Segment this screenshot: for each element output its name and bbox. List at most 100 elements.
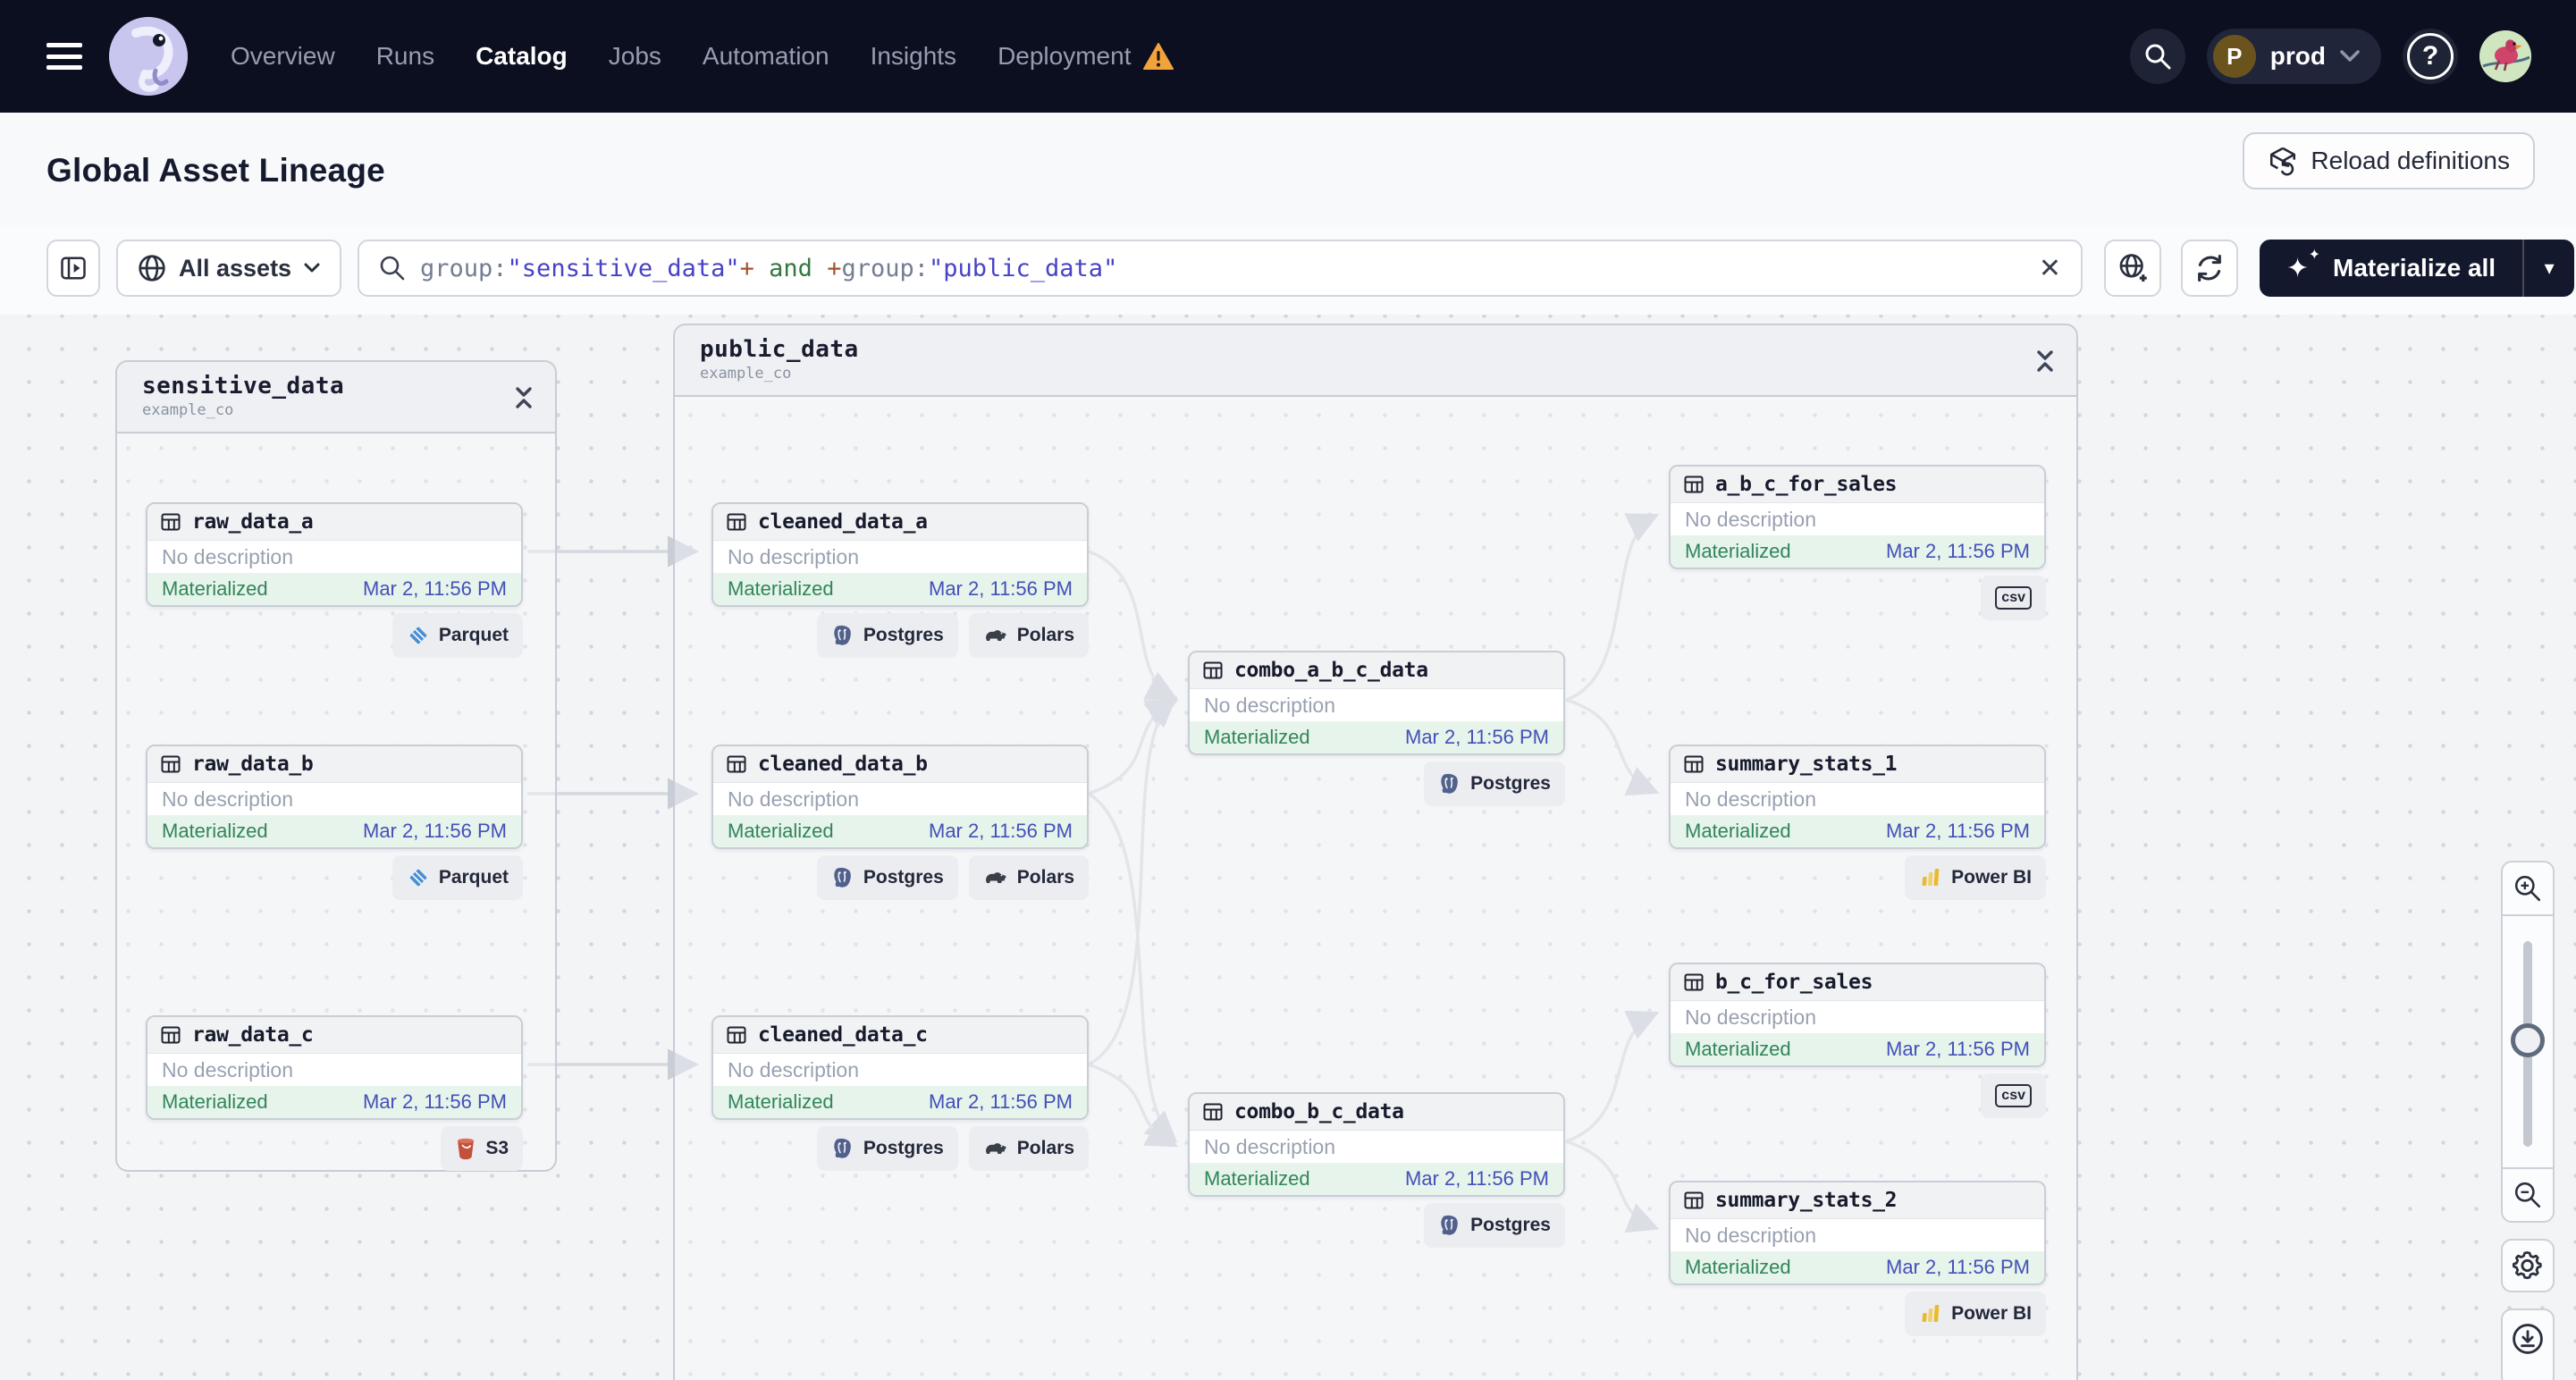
kind-badge-postgres[interactable]: Postgres xyxy=(816,855,958,900)
kind-badge-postgres[interactable]: Postgres xyxy=(1424,762,1565,806)
materialized-time[interactable]: Mar 2, 11:56 PM xyxy=(1405,1167,1549,1190)
asset-description: No description xyxy=(1671,783,2044,815)
kind-badge-powerbi[interactable]: Power BI xyxy=(1905,855,2046,900)
kind-badge-parquet[interactable]: Parquet xyxy=(391,613,523,658)
kind-badge-parquet[interactable]: Parquet xyxy=(391,855,523,900)
gear-icon xyxy=(2513,1251,2542,1280)
refresh-graph-button[interactable] xyxy=(2181,240,2238,297)
asset-name: summary_stats_2 xyxy=(1715,1189,1898,1212)
sparkle-icon: ✦✦ xyxy=(2286,248,2320,283)
materialize-options-caret[interactable]: ▾ xyxy=(2522,240,2574,297)
asset-node-summary-stats-1[interactable]: summary_stats_1 No description Materiali… xyxy=(1669,745,2046,849)
help-button[interactable]: ? xyxy=(2403,29,2458,84)
kind-badge-csv[interactable]: csv xyxy=(1981,1073,2046,1118)
deployment-switcher[interactable]: P prod xyxy=(2206,29,2381,84)
table-icon xyxy=(1684,755,1704,773)
kind-badge-powerbi[interactable]: Power BI xyxy=(1905,1292,2046,1336)
kind-badge-postgres[interactable]: Postgres xyxy=(1424,1203,1565,1248)
asset-name: raw_data_b xyxy=(192,753,314,776)
materialize-all-button[interactable]: ✦✦ Materialize all ▾ xyxy=(2260,240,2575,297)
collapse-group-icon[interactable] xyxy=(514,385,534,410)
powerbi-icon xyxy=(1922,1305,1940,1322)
nav-item-automation[interactable]: Automation xyxy=(702,42,829,70)
page-header: Global Asset Lineage Reload definitions xyxy=(0,113,2576,227)
lineage-toolbar: All assets group:"sensitive_data"+ and +… xyxy=(0,225,2576,316)
lineage-canvas[interactable]: sensitive_data example_co public_data ex… xyxy=(0,315,2576,1380)
parquet-icon xyxy=(409,869,427,887)
asset-node-b-c-for-sales[interactable]: b_c_for_sales No description Materialize… xyxy=(1669,963,2046,1067)
chevron-down-icon xyxy=(304,263,320,273)
asset-node-cleaned-data-b[interactable]: cleaned_data_b No description Materializ… xyxy=(711,745,1089,849)
materialized-time[interactable]: Mar 2, 11:56 PM xyxy=(1405,726,1549,748)
asset-node-summary-stats-2[interactable]: summary_stats_2 No description Materiali… xyxy=(1669,1181,2046,1285)
globe-icon xyxy=(139,255,165,282)
materialized-time[interactable]: Mar 2, 11:56 PM xyxy=(363,577,507,600)
asset-node-raw-data-c[interactable]: raw_data_c No description Materialized M… xyxy=(146,1015,523,1120)
materialized-time[interactable]: Mar 2, 11:56 PM xyxy=(1886,540,2030,562)
nav-item-runs[interactable]: Runs xyxy=(375,42,435,70)
asset-node-a-b-c-for-sales[interactable]: a_b_c_for_sales No description Materiali… xyxy=(1669,465,2046,569)
kind-badge-polars[interactable]: Polars xyxy=(968,855,1089,900)
group-repo: example_co xyxy=(142,401,234,419)
nav-item-overview[interactable]: Overview xyxy=(231,42,335,70)
nav-item-insights[interactable]: Insights xyxy=(870,42,957,70)
kind-badge-postgres[interactable]: Postgres xyxy=(816,1126,958,1171)
download-graph-button[interactable] xyxy=(2501,1308,2555,1380)
zoom-out-icon xyxy=(2514,1182,2541,1208)
kind-badge-polars[interactable]: Polars xyxy=(968,1126,1089,1171)
nav-item-deployment[interactable]: Deployment xyxy=(998,42,1174,71)
asset-node-combo-b-c-data[interactable]: combo_b_c_data No description Materializ… xyxy=(1188,1092,1565,1197)
open-left-panel-button[interactable] xyxy=(46,240,100,297)
materialized-time[interactable]: Mar 2, 11:56 PM xyxy=(929,820,1073,842)
materialized-time[interactable]: Mar 2, 11:56 PM xyxy=(363,820,507,842)
user-avatar[interactable] xyxy=(2479,30,2531,82)
group-header[interactable]: public_data example_co xyxy=(675,325,2076,397)
csv-icon: csv xyxy=(1995,586,2032,610)
reload-definitions-button[interactable]: Reload definitions xyxy=(2243,132,2535,189)
zoom-out-button[interactable] xyxy=(2503,1167,2553,1221)
materialized-time[interactable]: Mar 2, 11:56 PM xyxy=(1886,820,2030,842)
search-button[interactable] xyxy=(2129,29,2185,84)
dagster-logo[interactable] xyxy=(109,17,188,96)
asset-scope-dropdown[interactable]: All assets xyxy=(116,240,342,297)
asset-node-combo-a-b-c-data[interactable]: combo_a_b_c_data No description Material… xyxy=(1188,651,1565,755)
clear-search-icon[interactable]: ✕ xyxy=(2038,253,2061,283)
materialized-time[interactable]: Mar 2, 11:56 PM xyxy=(929,1090,1073,1113)
bird-avatar-icon xyxy=(2479,30,2531,82)
zoom-in-icon xyxy=(2514,875,2541,902)
kind-badge-polars[interactable]: Polars xyxy=(968,613,1089,658)
materialized-time[interactable]: Mar 2, 11:56 PM xyxy=(1886,1256,2030,1278)
asset-node-cleaned-data-c[interactable]: cleaned_data_c No description Materializ… xyxy=(711,1015,1089,1120)
asset-description: No description xyxy=(1190,689,1563,721)
materialized-time[interactable]: Mar 2, 11:56 PM xyxy=(363,1090,507,1113)
status-label: Materialized xyxy=(728,820,834,842)
materialized-time[interactable]: Mar 2, 11:56 PM xyxy=(1886,1038,2030,1060)
table-icon xyxy=(161,1026,181,1044)
kind-badge-s3[interactable]: S3 xyxy=(441,1126,523,1171)
kind-badge-postgres[interactable]: Postgres xyxy=(816,613,958,658)
asset-search-input[interactable]: group:"sensitive_data"+ and +group:"publ… xyxy=(358,240,2083,297)
nav-item-jobs[interactable]: Jobs xyxy=(608,42,661,70)
status-label: Materialized xyxy=(162,1090,268,1113)
materialize-all-main[interactable]: ✦✦ Materialize all xyxy=(2260,240,2522,297)
view-global-lineage-button[interactable] xyxy=(2104,240,2161,297)
status-label: Materialized xyxy=(1685,540,1791,562)
search-icon xyxy=(2145,44,2171,70)
polars-icon xyxy=(985,630,1006,641)
collapse-group-icon[interactable] xyxy=(2035,349,2055,374)
materialized-time[interactable]: Mar 2, 11:56 PM xyxy=(929,577,1073,600)
zoom-in-button[interactable] xyxy=(2503,862,2553,916)
group-header[interactable]: sensitive_data example_co xyxy=(117,362,555,433)
table-icon xyxy=(1684,475,1704,493)
graph-settings-button[interactable] xyxy=(2501,1239,2555,1292)
hamburger-menu-icon[interactable] xyxy=(46,43,82,70)
nav-item-catalog[interactable]: Catalog xyxy=(476,42,568,70)
asset-node-cleaned-data-a[interactable]: cleaned_data_a No description Materializ… xyxy=(711,502,1089,607)
deployment-avatar: P xyxy=(2212,35,2256,78)
kind-badge-csv[interactable]: csv xyxy=(1981,576,2046,620)
table-icon xyxy=(1203,1103,1223,1121)
asset-name: combo_b_c_data xyxy=(1234,1100,1404,1123)
asset-node-raw-data-a[interactable]: raw_data_a No description Materialized M… xyxy=(146,502,523,607)
zoom-slider-thumb[interactable] xyxy=(2511,1023,2545,1057)
asset-node-raw-data-b[interactable]: raw_data_b No description Materialized M… xyxy=(146,745,523,849)
